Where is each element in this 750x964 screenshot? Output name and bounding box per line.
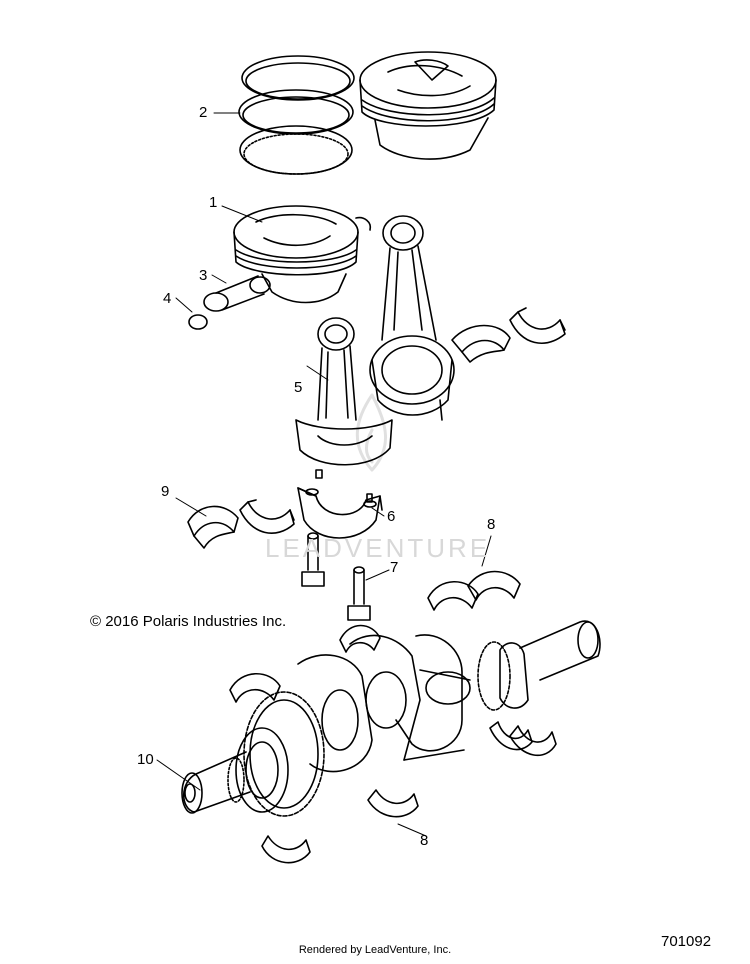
main-bearing-shells-crank bbox=[229, 624, 557, 864]
watermark-logo bbox=[355, 393, 387, 472]
connecting-rod-main bbox=[295, 317, 393, 479]
callout-5: 5 bbox=[294, 379, 303, 396]
leader-lines bbox=[156, 112, 492, 837]
connecting-rod-right bbox=[369, 215, 455, 421]
piston-main bbox=[233, 205, 372, 304]
bearing-shells-upper bbox=[451, 307, 566, 363]
main-bearing-shells-right bbox=[427, 570, 521, 611]
bearing-shells-rod bbox=[187, 499, 295, 549]
rendered-by-text: Rendered by LeadVenture, Inc. bbox=[298, 944, 452, 956]
callout-8-upper: 8 bbox=[487, 516, 496, 533]
callout-1: 1 bbox=[209, 194, 218, 211]
callout-2: 2 bbox=[199, 104, 208, 121]
rod-bolts bbox=[301, 532, 371, 621]
piston-rings bbox=[238, 55, 355, 175]
callout-7: 7 bbox=[390, 559, 399, 576]
callout-10: 10 bbox=[137, 751, 154, 768]
callout-8-lower: 8 bbox=[420, 832, 429, 849]
callout-9: 9 bbox=[161, 483, 170, 500]
callout-6: 6 bbox=[387, 508, 396, 525]
watermark-text: LEADVENTURE bbox=[265, 533, 491, 563]
copyright-text: © 2016 Polaris Industries Inc. bbox=[90, 613, 287, 630]
crankshaft bbox=[181, 620, 601, 817]
pin-clip bbox=[188, 314, 208, 330]
diagram-id: 701092 bbox=[661, 933, 712, 950]
callout-3: 3 bbox=[199, 267, 208, 284]
callout-4: 4 bbox=[163, 290, 172, 307]
wrist-pin bbox=[203, 275, 271, 312]
rod-cap bbox=[297, 487, 383, 539]
piston-upper bbox=[359, 51, 497, 160]
